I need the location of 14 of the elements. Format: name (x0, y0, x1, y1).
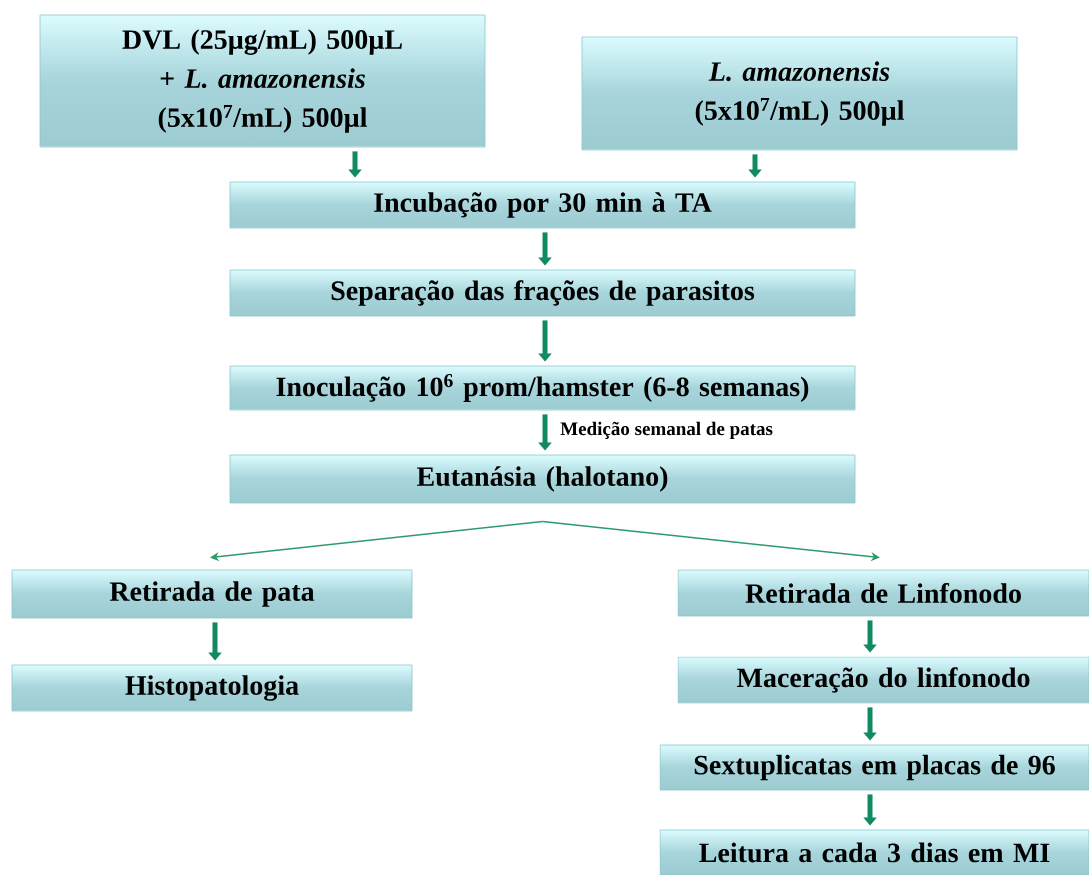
process-box: DVL (25µg/mL) 500µL + L. amazonensis (5x10$^{7}$/mL) 500µl (39, 14, 486, 148)
process-box: Maceração do linfonodo (677, 656, 1089, 704)
process-box: Retirada de Linfonodo (677, 569, 1089, 617)
process-box: Eutanásia (halotano) (229, 454, 856, 504)
process-box: Retirada de pata (11, 569, 413, 619)
process-box: L. amazonensis (5x10$^{7}$/mL) 500µl (581, 36, 1018, 151)
process-box: Leitura a cada 3 dias em MI (659, 829, 1089, 875)
process-box: Sextuplicatas em placas de 96 (659, 744, 1089, 791)
process-box: Separação das frações de parasitos (229, 269, 856, 317)
process-box: Inoculação 10$^{6}$ prom/hamster (6-8 semanas) (229, 365, 856, 411)
arrow (210, 520, 544, 562)
edge-label: Medição semanal de patas (559, 420, 774, 441)
process-box: Histopatologia (11, 664, 413, 712)
process-box: Incubação por 30 min à TA (229, 181, 856, 229)
